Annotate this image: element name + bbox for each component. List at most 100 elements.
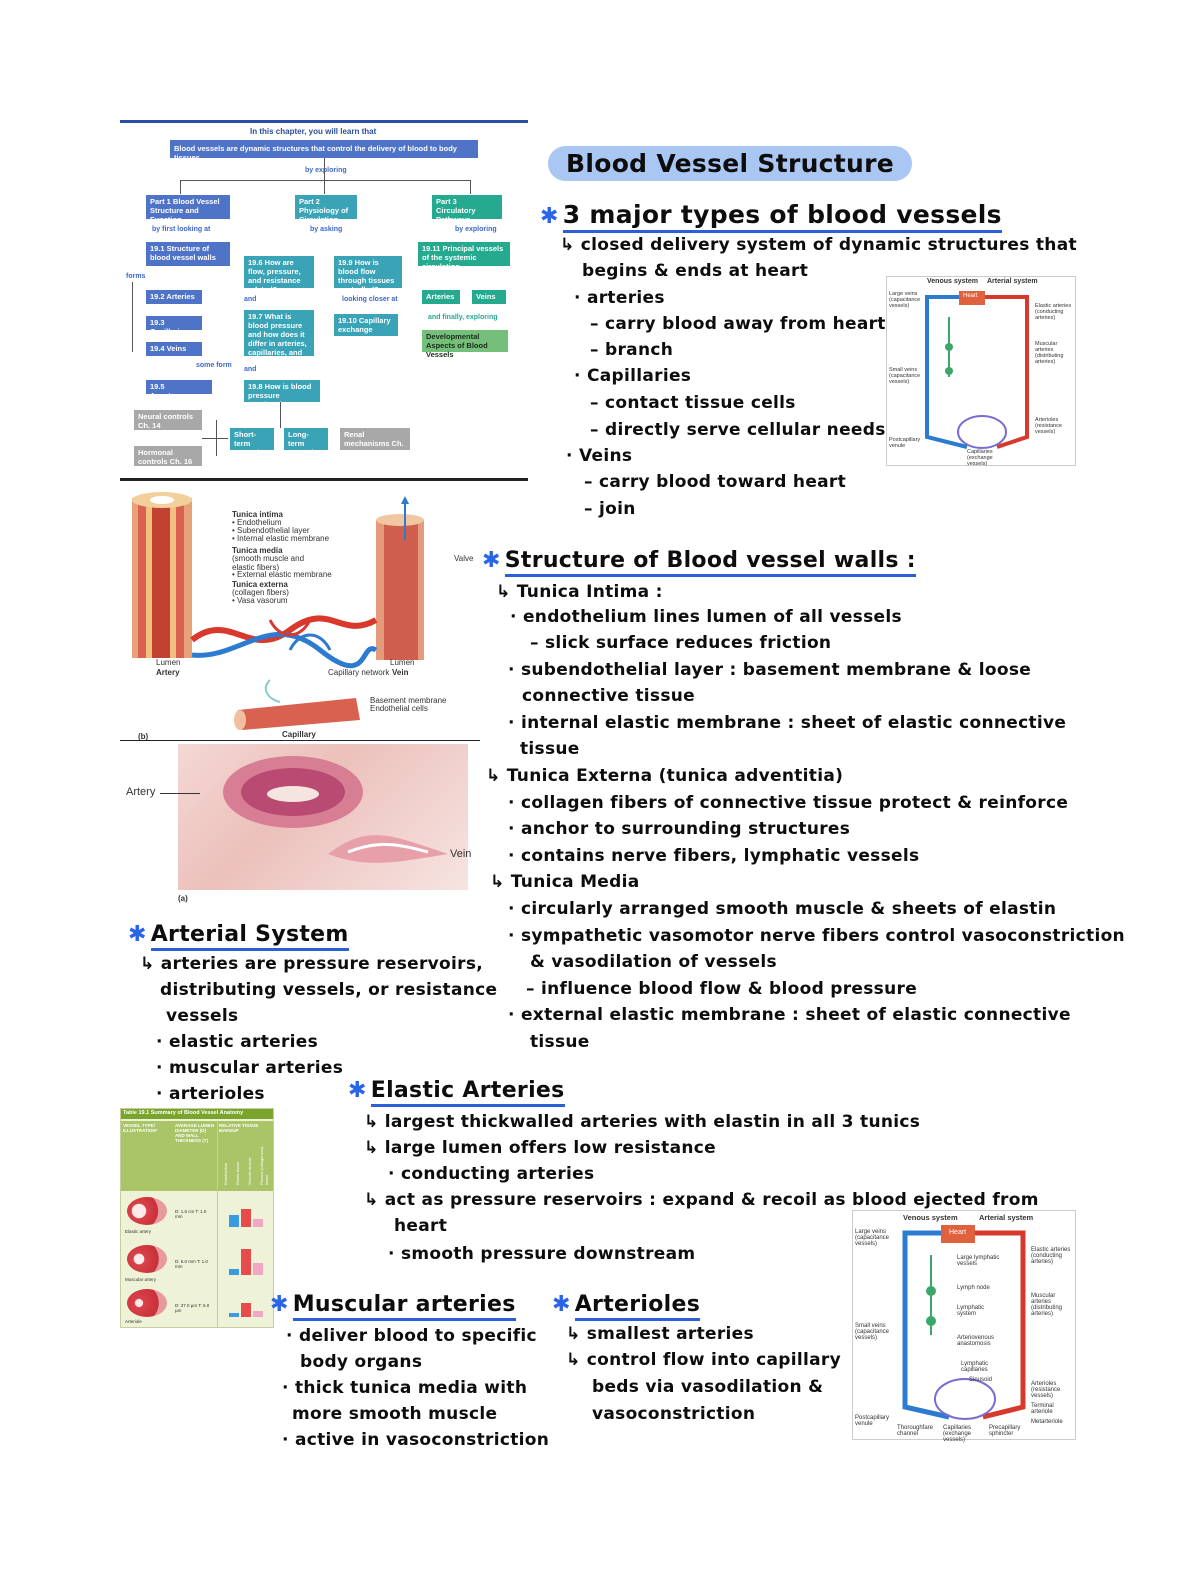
note-line: · elastic arteries <box>156 1032 319 1052</box>
note-line: – join <box>584 499 636 519</box>
section-muscular-arteries: ✱Muscular arteries <box>270 1292 516 1321</box>
vein-label: Vein <box>392 668 409 677</box>
arterial-system-heading: Arterial System <box>150 922 349 951</box>
internal-elastic-label: • Internal elastic membrane <box>232 534 330 543</box>
table-sub3: Smooth muscle <box>247 1157 252 1185</box>
row2-name: Muscular artery <box>125 1277 157 1282</box>
large-veins-label-2: Large veins (capacitance vessels) <box>855 1229 890 1247</box>
neural-controls-box: Neural controls Ch. 14 <box>134 410 202 430</box>
row1-bar-fibrous <box>253 1219 263 1227</box>
postcapillary-label-2: Postcapillary venule <box>855 1415 890 1427</box>
micrograph-figure: Artery Vein (a) <box>120 742 480 908</box>
row2-bar-fibrous <box>253 1263 263 1275</box>
table-col1: VESSEL TYPE/ ILLUSTRATION* <box>123 1123 158 1133</box>
section-arterial-system: ✱Arterial System <box>128 922 349 951</box>
note-line: beds via vasodilation & <box>592 1377 824 1397</box>
micrograph-vein-label: Vein <box>450 848 472 860</box>
tunica-externa-label: Tunica externa <box>232 580 288 589</box>
box-19-9: 19.9 How is blood flow through tissues c… <box>334 256 402 294</box>
concept-map-bottom-rule <box>120 478 528 481</box>
arterioles-label-1: Arterioles (resistance vessels) <box>1035 417 1062 435</box>
note-line: vasoconstriction <box>592 1404 756 1424</box>
summary-table-figure: Table 19.1 Summary of Blood Vessel Anato… <box>120 1108 274 1328</box>
postcapillary-label-1: Postcapillary venule <box>889 437 921 449</box>
externa-desc-label: (collagen fibers) <box>232 588 289 597</box>
vessel-wall-diagram: Tunica intima • Endothelium • Subendothe… <box>120 490 480 742</box>
artery-label: Artery <box>156 668 180 677</box>
veins-box: Veins <box>472 290 506 304</box>
note-line: tissue <box>530 1032 590 1052</box>
micrograph-image <box>178 744 468 890</box>
note-line: · sympathetic vasomotor nerve fibers con… <box>508 926 1125 946</box>
note-line: · conducting arteries <box>388 1164 595 1184</box>
venous-system-label-1: Venous system <box>927 278 978 285</box>
table-title: Table 19.1 Summary of Blood Vessel Anato… <box>123 1110 244 1116</box>
small-veins-label-2: Small veins (capacitance vessels) <box>855 1323 890 1341</box>
lymphatic-capillaries-label-2: Lymphatic capillaries <box>961 1361 989 1373</box>
sinusoid-label-2: Sinusoid <box>969 1377 993 1383</box>
arterioles-label-2: Arterioles (resistance vessels) <box>1031 1381 1061 1399</box>
short-term-box: Short-term control <box>230 428 274 457</box>
note-line: – carry blood away from heart <box>590 314 886 334</box>
row2-bar-muscle <box>241 1249 251 1275</box>
box-19-5: 19.5 Anastomoses <box>146 380 212 400</box>
by-exploring-label: by exploring <box>305 167 347 174</box>
note-line: · contains nerve fibers, lymphatic vesse… <box>508 846 920 866</box>
row1-dim: D: 1.5 cm T: 1.0 mm <box>175 1209 207 1219</box>
star-icon: ✱ <box>552 1292 571 1317</box>
note-line: distributing vessels, or resistance <box>160 980 498 1000</box>
note-line: · circularly arranged smooth muscle & sh… <box>508 899 1057 919</box>
elastic-arteries-heading: Elastic Arteries <box>370 1078 565 1107</box>
note-line: · external elastic membrane : sheet of e… <box>508 1005 1071 1025</box>
terminal-arteriole-label-2: Terminal arteriole <box>1031 1403 1054 1415</box>
row1-illustration <box>127 1197 167 1225</box>
by-first-looking-label: by first looking at <box>152 226 211 233</box>
small-veins-label-1: Small veins (capacitance vessels) <box>889 367 921 385</box>
capillaries-label-2: Capillaries (exchange vessels) <box>943 1425 972 1443</box>
note-line: · endothelium lines lumen of all vessels <box>510 607 902 627</box>
box-19-3: 19.3 Capillaries <box>146 316 202 336</box>
table-sub4: Fibrous (collagenous) tissue <box>259 1146 269 1185</box>
media-desc-label: (smooth muscle and elastic fibers) <box>232 554 305 572</box>
box-19-11: 19.11 Principal vessels of the systemic … <box>418 242 510 271</box>
muscular-arteries-heading: Muscular arteries <box>292 1292 516 1321</box>
note-line: – branch <box>590 340 674 360</box>
and-label-1: and <box>244 296 257 303</box>
row3-illustration <box>127 1289 167 1317</box>
elastic-arteries-label-2: Elastic arteries (conducting arteries) <box>1031 1247 1071 1265</box>
vessel-walls-heading: Structure of Blood vessel walls : <box>504 548 916 577</box>
note-line: – carry blood toward heart <box>584 472 847 492</box>
note-line: ↳ largest thickwalled arteries with elas… <box>364 1112 921 1132</box>
connector <box>180 180 470 181</box>
capillaries-label-1: Capillaries (exchange vessels) <box>967 449 993 467</box>
muscular-arteries-label-1: Muscular arteries (distributing arteries… <box>1035 341 1064 365</box>
note-line: ↳ closed delivery system of dynamic stru… <box>560 235 1077 255</box>
box-19-2: 19.2 Arteries <box>146 290 202 304</box>
capillary-network-label: Capillary network <box>328 668 390 677</box>
large-lymphatic-label-2: Large lymphatic vessels <box>957 1255 1000 1267</box>
note-line: · thick tunica media with <box>282 1378 528 1398</box>
heart-label-2: Heart <box>949 1229 967 1236</box>
note-line: · anchor to surrounding structures <box>508 819 851 839</box>
note-line: body organs <box>300 1352 423 1372</box>
lymphatic-system-label-2: Lymphatic system <box>957 1305 985 1317</box>
row2-illustration <box>127 1245 167 1273</box>
part2-box: Part 2 Physiology of Circulation <box>295 195 357 224</box>
some-form-label: some form <box>196 362 232 369</box>
tunica-intima-label: Tunica intima <box>232 510 283 519</box>
row3-bar-elastic <box>229 1313 239 1317</box>
subendothelial-label: • Subendothelial layer <box>232 526 310 535</box>
row2-bar-elastic <box>229 1269 239 1275</box>
table-sub1: Endothelium <box>223 1162 228 1185</box>
section-arterioles: ✱Arterioles <box>552 1292 701 1321</box>
note-line: ↳ Tunica Intima : <box>496 582 663 602</box>
box-19-6: 19.6 How are flow, pressure, and resista… <box>244 256 314 294</box>
concept-map-figure: In this chapter, you will learn that Blo… <box>120 120 530 482</box>
lumen-vein-label: Lumen <box>390 658 415 667</box>
box-19-1: 19.1 Structure of blood vessel walls <box>146 242 230 266</box>
elastic-arteries-label-1: Elastic arteries (conducting arteries) <box>1035 303 1072 321</box>
venous-system-label-2: Venous system <box>903 1213 958 1222</box>
row3-dim: D: 37.0 µm T: 6.0 µm <box>175 1303 210 1313</box>
long-term-box: Long-term control <box>284 428 328 457</box>
box-19-10: 19.10 Capillary exchange <box>334 314 398 336</box>
